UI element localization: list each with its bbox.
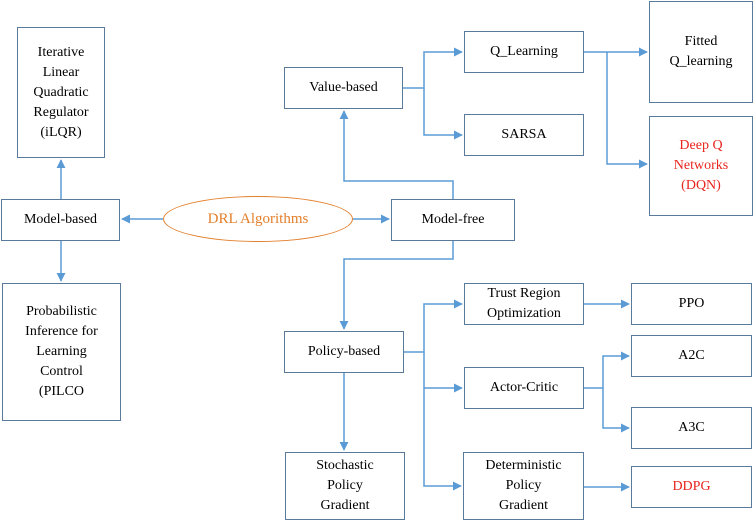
node-trust-region-optimization: Trust Region Optimization	[464, 283, 584, 325]
connector-actor-critic-to-a3c	[602, 388, 630, 433]
connector-model-free-to-value-based	[339, 110, 454, 199]
connector-value-based-to-sarsa	[423, 88, 463, 140]
center-node-drl-algorithms: DRL Algorithms	[163, 196, 353, 242]
node-dqn: Deep Q Networks (DQN)	[649, 116, 753, 216]
connector-actor-critic-to-a2c	[584, 351, 630, 389]
node-policy-based: Policy-based	[284, 331, 404, 373]
connector-policy-based-to-trust-region	[404, 299, 463, 353]
node-a2c: A2C	[631, 335, 752, 377]
node-pilco: Probabilistic Inference for Learning Con…	[2, 283, 121, 421]
node-a3c: A3C	[631, 407, 752, 449]
node-value-based: Value-based	[284, 67, 403, 109]
node-stochastic-policy-gradient: Stochastic Policy Gradient	[285, 452, 405, 520]
node-ddpg: DDPG	[631, 466, 752, 508]
node-sarsa: SARSA	[464, 114, 584, 156]
node-ppo: PPO	[631, 283, 752, 325]
node-model-free: Model-free	[391, 199, 515, 241]
node-q-learning: Q_Learning	[464, 31, 584, 73]
node-model-based: Model-based	[1, 199, 120, 241]
connector-policy-based-to-actor-critic	[423, 352, 463, 393]
node-ilqr: Iterative Linear Quadratic Regulator (iL…	[17, 27, 105, 158]
node-deterministic-policy-gradient: Deterministic Policy Gradient	[463, 452, 584, 520]
node-fitted-q-learning: Fitted Q_learning	[649, 1, 753, 103]
node-actor-critic: Actor-Critic	[464, 367, 584, 409]
connector-policy-based-to-deterministic-pg	[423, 388, 462, 491]
connector-value-based-to-q-learning	[403, 47, 463, 89]
connector-q-learning-to-dqn	[606, 52, 648, 169]
connector-model-free-to-policy-based	[339, 241, 454, 330]
